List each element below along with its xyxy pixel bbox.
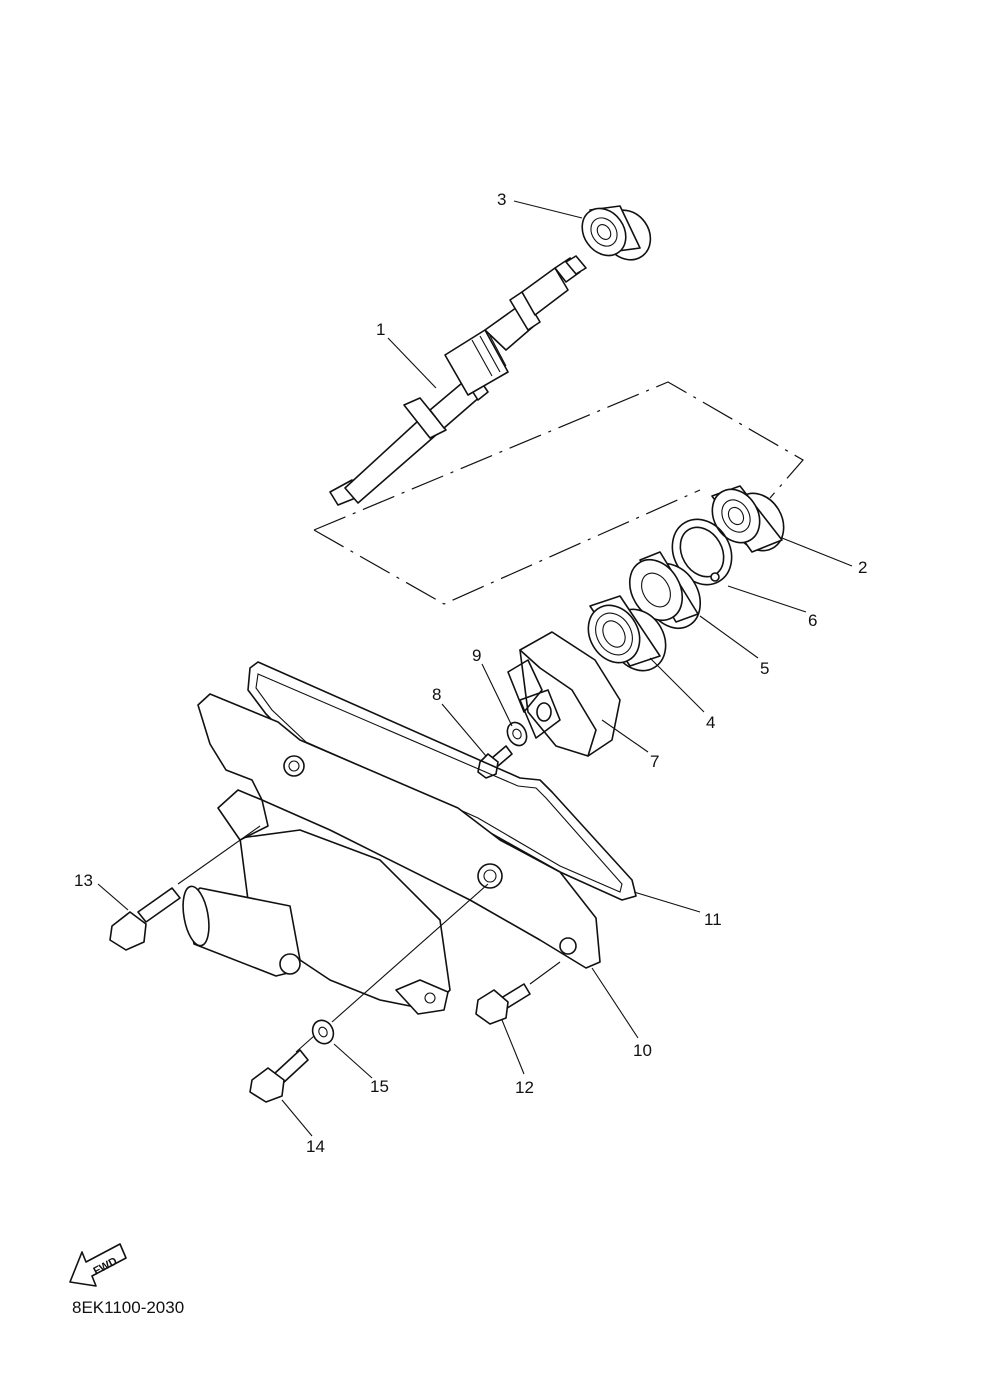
callout-5: 5 <box>760 659 769 678</box>
callout-12: 12 <box>515 1078 534 1097</box>
part-4-mechanical-seal <box>587 595 667 672</box>
callout-4: 4 <box>706 713 715 732</box>
callout-8: 8 <box>432 685 441 704</box>
drawing-code: 8EK1100-2030 <box>72 1298 185 1317</box>
callout-1: 1 <box>376 320 385 339</box>
part-3-bearing <box>581 205 652 261</box>
part-8-bolt <box>477 745 513 779</box>
pump-housing <box>182 789 451 1015</box>
part-10-cover <box>197 693 601 969</box>
part-14-bolt <box>249 1049 309 1103</box>
part-13-bolt <box>109 887 181 951</box>
assembly-bracket <box>313 381 804 605</box>
callout-labels: 1 2 3 4 5 6 7 8 9 10 11 12 13 14 15 <box>74 190 867 1156</box>
leader-lines <box>97 200 853 1137</box>
callout-15: 15 <box>370 1077 389 1096</box>
callout-3: 3 <box>497 190 506 209</box>
part-6-circlip <box>671 518 733 586</box>
callout-2: 2 <box>858 558 867 577</box>
callout-13: 13 <box>74 871 93 890</box>
callout-9: 9 <box>472 646 481 665</box>
callout-7: 7 <box>650 752 659 771</box>
callout-6: 6 <box>808 611 817 630</box>
callout-14: 14 <box>306 1137 325 1156</box>
part-1-shaft <box>329 255 587 506</box>
callout-11: 11 <box>704 910 722 929</box>
part-12-bolt <box>475 983 531 1025</box>
fwd-arrow-icon: FWD <box>69 1243 127 1287</box>
part-5-seal <box>628 551 702 629</box>
part-7-impeller <box>507 631 621 757</box>
part-2-bearing <box>711 485 785 553</box>
callout-10: 10 <box>633 1041 652 1060</box>
part-9-washer <box>506 721 528 747</box>
